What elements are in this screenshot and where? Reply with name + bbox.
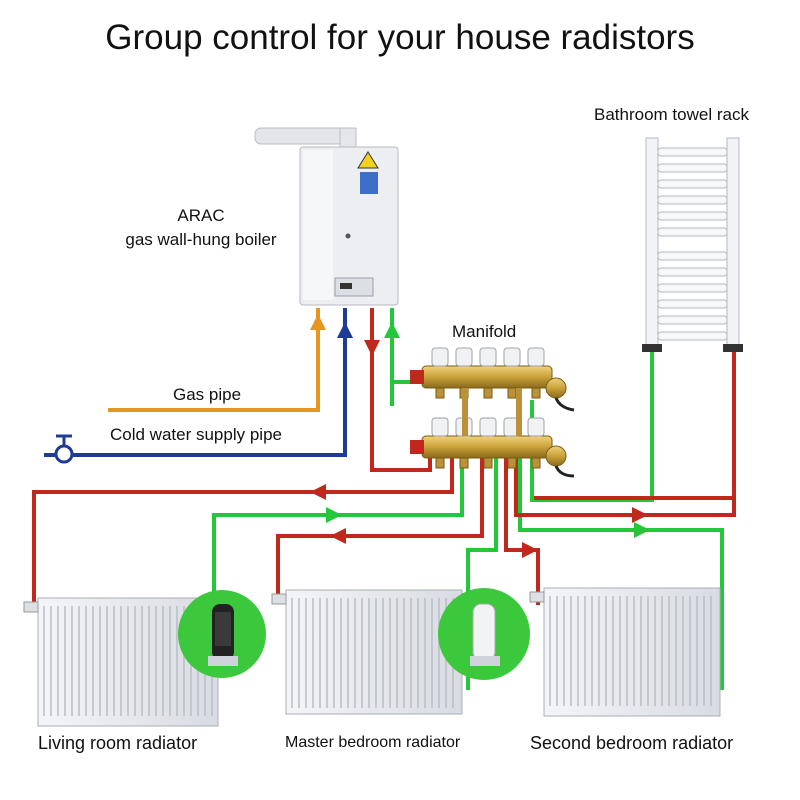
second-return-pipe (518, 452, 724, 690)
page-title: Group control for your house radistors (105, 18, 695, 57)
manifold-label: Manifold (452, 322, 517, 341)
radiator-icon (529, 587, 721, 717)
boiler-label-line1: ARAC (177, 206, 225, 225)
boiler-flow-pipe (364, 308, 432, 472)
towel-rack-pipes (530, 350, 736, 502)
boiler-icon (254, 127, 399, 306)
towel-rack-icon (642, 137, 743, 352)
gas-pipe (108, 308, 326, 412)
master-bedroom-radiator-label: Master bedroom radiator (285, 734, 461, 751)
boiler-label: ARAC gas wall-hung boiler (96, 204, 306, 252)
boiler-label-line2: gas wall-hung boiler (125, 230, 277, 249)
thermostat-icon (438, 588, 530, 680)
valve-icon (54, 434, 74, 464)
cold-water-pipe (44, 308, 353, 457)
towel-flow-arrows (514, 452, 736, 523)
cold-water-label: Cold water supply pipe (110, 425, 282, 444)
second-flow-pipe (504, 452, 540, 605)
living-room-radiator-label: Living room radiator (38, 733, 198, 753)
gas-pipe-label: Gas pipe (173, 385, 242, 404)
boiler-return-pipe (384, 308, 418, 406)
living-room-flow-pipe (32, 452, 454, 610)
second-bedroom-radiator-label: Second bedroom radiator (530, 733, 734, 753)
radiator-icon (271, 589, 463, 715)
towel-rack-label: Bathroom towel rack (594, 105, 749, 124)
master-flow-pipe (276, 452, 484, 602)
radiator-icon (23, 597, 219, 727)
thermostat-icon (178, 590, 266, 678)
manifold-icon (410, 347, 575, 478)
